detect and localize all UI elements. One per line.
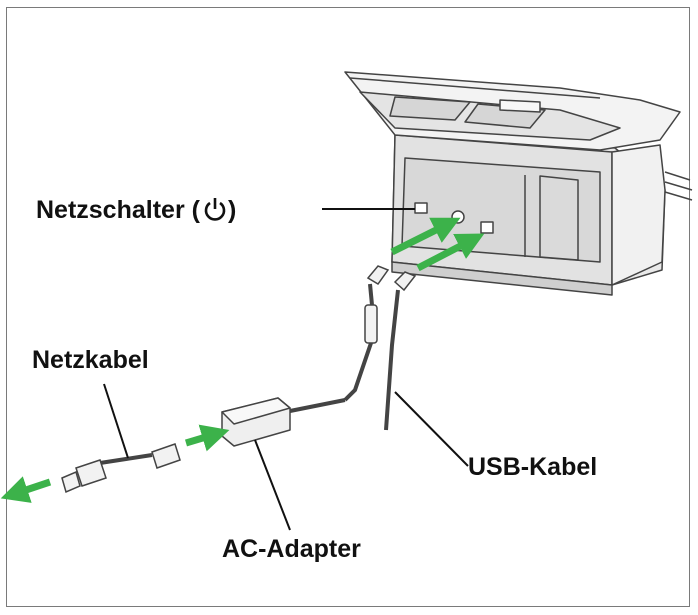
scanner-device xyxy=(344,71,693,296)
usb-port-arrow xyxy=(416,233,485,272)
power-cord-label: Netzkabel xyxy=(32,346,149,374)
power-icon xyxy=(204,198,226,221)
power-switch-label-text: Netzschalter ( xyxy=(36,196,200,224)
ac-adapter-body xyxy=(221,397,291,447)
ac-adapter-label: AC-Adapter xyxy=(222,535,361,563)
usb-cable-label: USB-Kabel xyxy=(468,453,598,481)
dc-in-arrow xyxy=(390,217,461,256)
power-cord xyxy=(61,443,181,494)
power-switch-label: Netzschalter () xyxy=(36,196,236,223)
usb-cable xyxy=(384,271,417,431)
mains-plug-arrow xyxy=(0,476,52,503)
dc-cable xyxy=(284,265,390,414)
power-switch-label-close: ) xyxy=(227,196,237,224)
ac-inlet-arrow xyxy=(184,424,230,452)
usb-leader-line xyxy=(394,391,469,467)
power-cord-leader-line xyxy=(103,383,129,459)
ac-adapter-leader-line xyxy=(254,439,291,531)
